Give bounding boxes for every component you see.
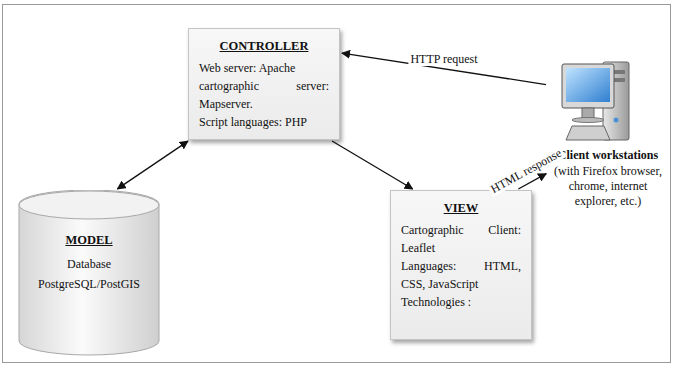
node-text: Technologies : — [401, 293, 521, 311]
node-text: cartographic server: Mapserver. — [199, 77, 329, 113]
node-text: Languages: HTML, CSS, JavaScript — [401, 257, 521, 293]
client-workstation: Client workstations(with Firefox browser… — [548, 52, 668, 220]
node-text: (with Firefox browser, chrome, internet … — [550, 164, 666, 209]
node-text: Script languages: PHP — [199, 113, 329, 131]
node-heading: VIEW — [401, 199, 521, 217]
cylinder-outline — [18, 190, 160, 356]
node-heading: MODEL — [26, 230, 152, 250]
database-cylinder: MODEL DatabasePostgreSQL/PostGIS — [18, 190, 160, 356]
node-text: PostgreSQL/PostGIS — [26, 274, 152, 294]
component-box: CONTROLLER Web server: Apachecartographic… — [188, 28, 340, 140]
edge-label: HTTP request — [408, 52, 479, 66]
node-text: Database — [26, 254, 152, 274]
node-text: Cartographic Client: Leaflet — [401, 221, 521, 257]
node-text: Web server: Apache — [199, 59, 329, 77]
connector-arrow — [117, 141, 188, 189]
frame — [3, 5, 671, 363]
computer-icon — [562, 62, 629, 140]
node-heading: CONTROLLER — [199, 37, 329, 55]
connector-arrow — [332, 141, 413, 189]
component-box: VIEW Cartographic Client: LeafletLanguage… — [390, 190, 532, 340]
node-heading: Client workstations — [550, 148, 666, 163]
